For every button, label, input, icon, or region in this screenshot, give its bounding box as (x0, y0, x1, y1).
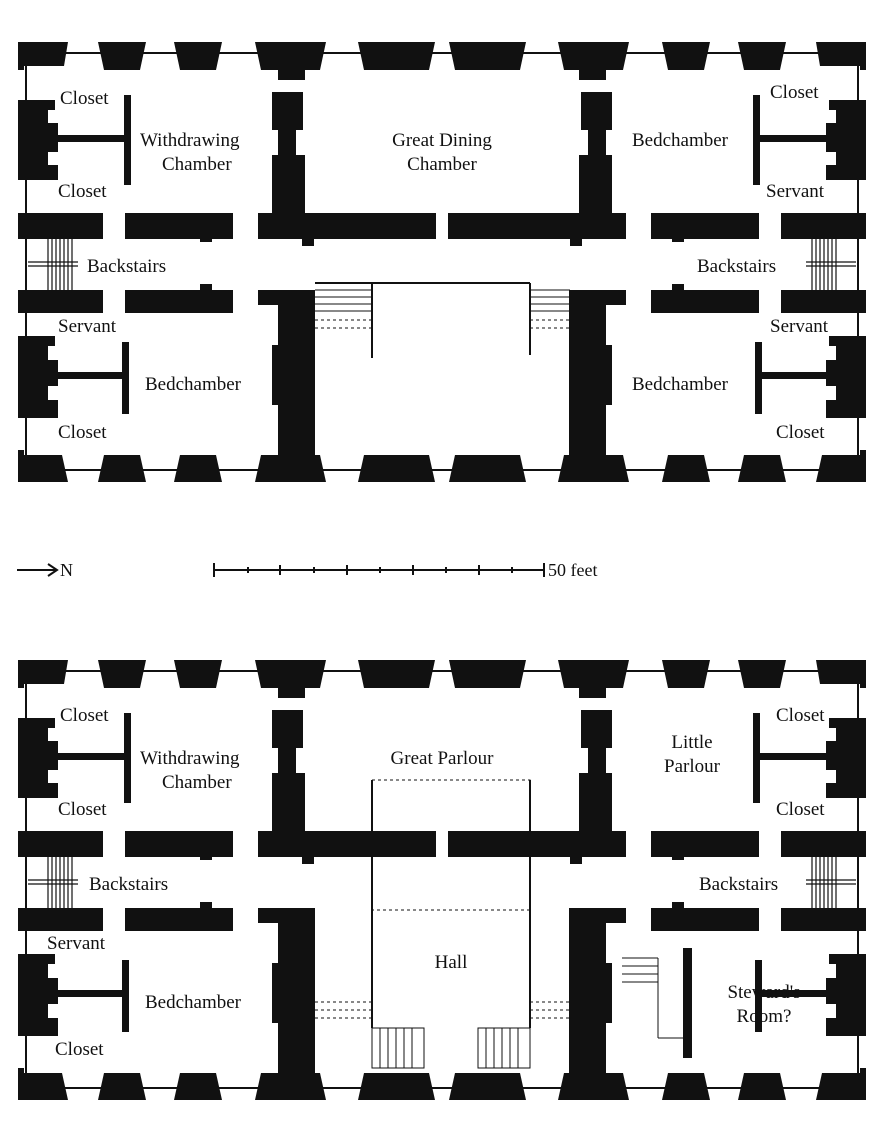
north-label: N (60, 560, 73, 580)
room-label: Closet (776, 705, 825, 726)
great-staircase (315, 282, 570, 358)
room-label: Hall (435, 952, 468, 973)
room-label: Closet (60, 705, 109, 726)
room-label: Bedchamber (145, 992, 242, 1013)
room-label: Closet (60, 88, 109, 109)
room-label: Backstairs (697, 256, 776, 277)
room-label: Backstairs (89, 874, 168, 895)
room-label: Chamber (162, 154, 232, 175)
room-label: Chamber (162, 772, 232, 793)
room-label: Closet (58, 181, 107, 202)
hall-outline (315, 779, 692, 1069)
room-label: Backstairs (87, 256, 166, 277)
legend: N 50 feet (17, 560, 597, 580)
room-label: Withdrawing (140, 130, 240, 151)
room-label: Bedchamber (632, 130, 729, 151)
upper-floor-plan: Closet Withdrawing Chamber Closet Great … (17, 41, 867, 483)
room-label: Great Dining (392, 130, 492, 151)
room-label: Withdrawing (140, 748, 240, 769)
room-label: Closet (58, 422, 107, 443)
room-label: Closet (58, 799, 107, 820)
room-label: Little (671, 732, 712, 753)
room-label: Closet (776, 799, 825, 820)
room-label: Parlour (664, 756, 721, 777)
room-label: Closet (776, 422, 825, 443)
north-arrow-icon (17, 563, 59, 577)
lower-floor-plan: Closet Withdrawing Chamber Closet Great … (17, 659, 867, 1101)
room-label: Servant (58, 316, 117, 337)
room-label: Room? (737, 1006, 792, 1027)
room-label: Closet (770, 82, 819, 103)
room-label: Backstairs (699, 874, 778, 895)
room-label: Bedchamber (632, 374, 729, 395)
room-label: Great Parlour (391, 748, 495, 769)
room-label: Servant (766, 181, 825, 202)
scale-bar (213, 563, 545, 577)
room-label: Chamber (407, 154, 477, 175)
room-label: Servant (47, 933, 106, 954)
room-label: Closet (55, 1039, 104, 1060)
scale-label: 50 feet (548, 560, 597, 580)
room-label: Bedchamber (145, 374, 242, 395)
room-label: Steward's (727, 982, 800, 1003)
room-label: Servant (770, 316, 829, 337)
